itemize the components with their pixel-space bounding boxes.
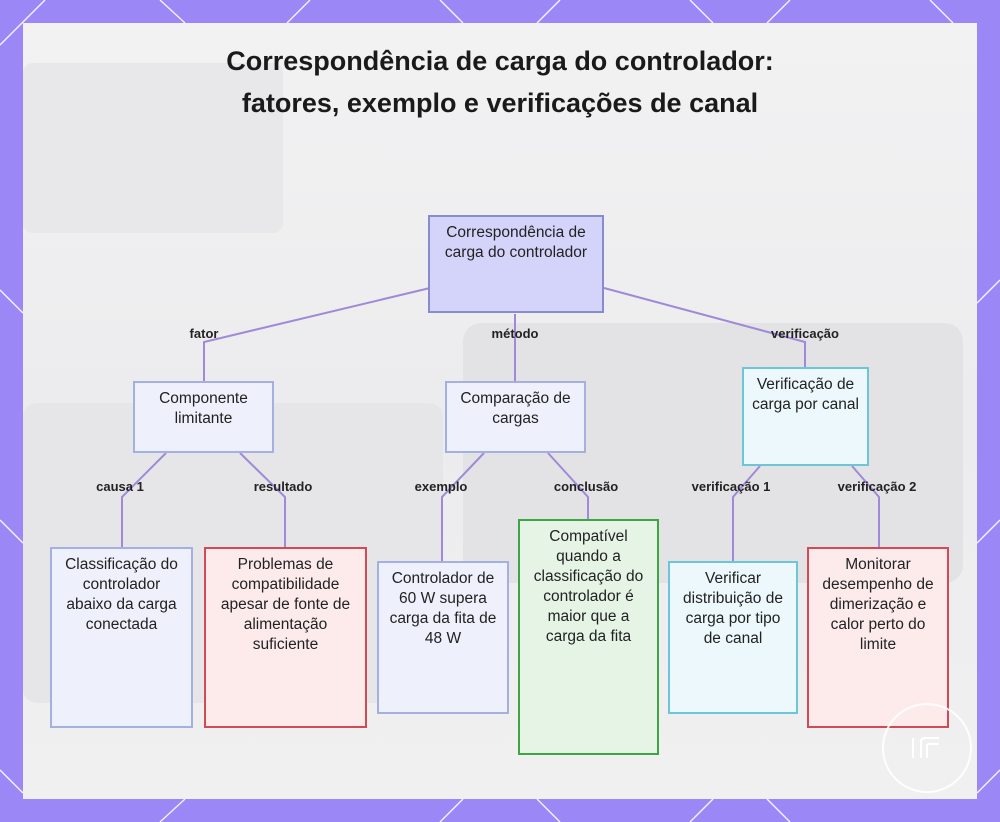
node-root-label: Correspondência de carga do controlador — [438, 223, 594, 263]
node-verificacao-por-canal-label: Verificação de carga por canal — [752, 375, 859, 415]
edge-line-resultado — [240, 453, 285, 548]
logo-icon — [907, 734, 947, 762]
edge-label-causa1: causa 1 — [96, 479, 144, 494]
edge-label-verificacao2: verificação 2 — [838, 479, 917, 494]
edge-label-fator: fator — [190, 326, 219, 341]
node-componente-limitante: Componente limitante — [133, 381, 274, 453]
edge-label-exemplo: exemplo — [415, 479, 468, 494]
node-distribuicao-label: Verificar distribuição de carga por tipo… — [678, 569, 788, 649]
edge-label-verificacao1: verificação 1 — [692, 479, 771, 494]
node-monitorar: Monitorar desempenho de dimerização e ca… — [807, 547, 949, 728]
node-comparacao-de-cargas-label: Comparação de cargas — [455, 389, 576, 429]
node-monitorar-label: Monitorar desempenho de dimerização e ca… — [817, 555, 939, 655]
node-problemas: Problemas de compatibilidade apesar de f… — [204, 547, 367, 728]
node-problemas-label: Problemas de compatibilidade apesar de f… — [214, 555, 357, 655]
node-compativel-label: Compatível quando a classificação do con… — [528, 527, 649, 647]
node-controlador-60w-label: Controlador de 60 W supera carga da fita… — [387, 569, 499, 649]
edge-label-verificacao: verificação — [771, 326, 839, 341]
edge-line-fator — [204, 288, 430, 382]
node-componente-limitante-label: Componente limitante — [143, 389, 264, 429]
edge-line-causa1 — [122, 453, 166, 548]
node-classificacao-label: Classificação do controlador abaixo da c… — [60, 555, 183, 635]
edge-label-resultado: resultado — [254, 479, 313, 494]
node-classificacao: Classificação do controlador abaixo da c… — [50, 547, 193, 728]
node-comparacao-de-cargas: Comparação de cargas — [445, 381, 586, 453]
watermark-logo — [882, 703, 972, 793]
node-root: Correspondência de carga do controlador — [428, 215, 604, 313]
edge-label-conclusao: conclusão — [554, 479, 618, 494]
node-controlador-60w: Controlador de 60 W supera carga da fita… — [377, 561, 509, 714]
edge-label-metodo: método — [492, 326, 539, 341]
node-verificacao-por-canal: Verificação de carga por canal — [742, 367, 869, 466]
node-compativel: Compatível quando a classificação do con… — [518, 519, 659, 755]
edge-line-exemplo — [442, 453, 484, 562]
node-distribuicao: Verificar distribuição de carga por tipo… — [668, 561, 798, 714]
